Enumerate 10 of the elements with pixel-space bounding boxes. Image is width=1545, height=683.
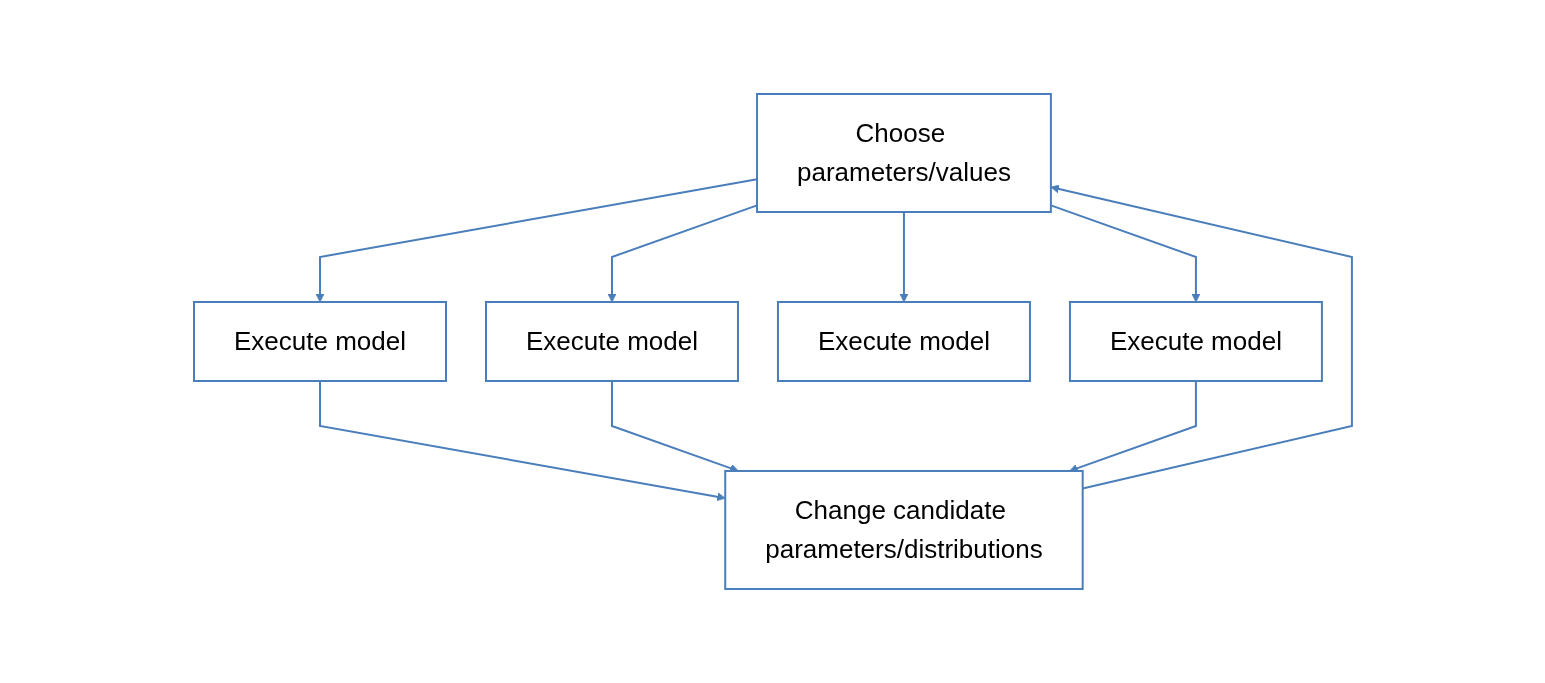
arrow	[899, 211, 908, 303]
arrow	[607, 204, 758, 303]
node-box: Change candidate parameters/distributions	[723, 470, 1084, 590]
node-box: Choose parameters/values	[755, 93, 1052, 213]
node-box: Execute model	[1068, 301, 1323, 382]
node-box: Execute model	[484, 301, 739, 382]
arrow	[1050, 184, 1353, 490]
node-box: Execute model	[192, 301, 447, 382]
arrow	[315, 178, 758, 303]
node-box: Execute model	[776, 301, 1031, 382]
